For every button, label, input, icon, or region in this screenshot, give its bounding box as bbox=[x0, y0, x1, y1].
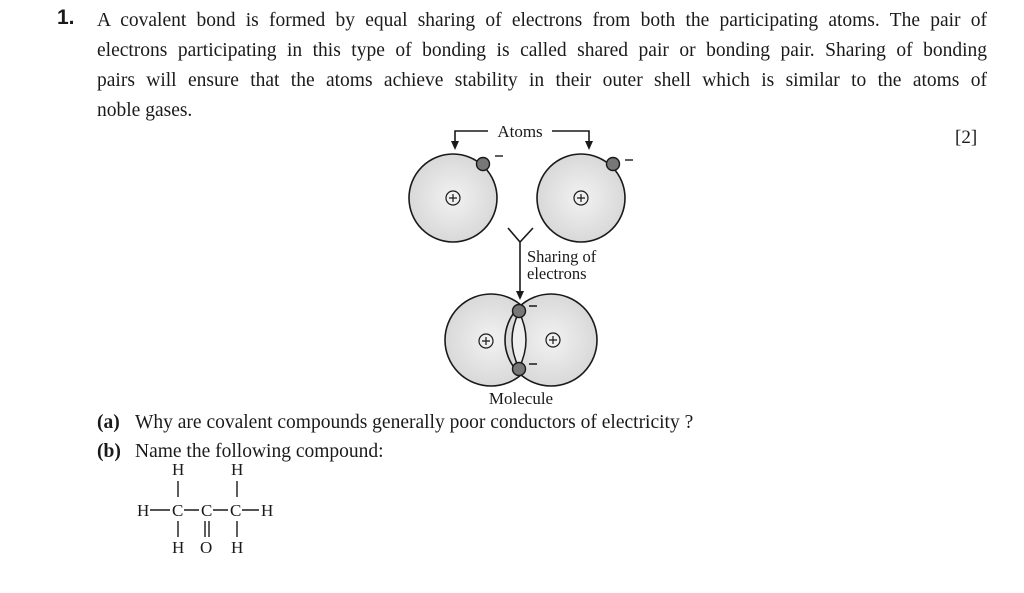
atoms-arrow-right bbox=[552, 130, 590, 146]
nucleus-plus-icon bbox=[478, 333, 494, 349]
structural-formula: H H H C C C H H O H bbox=[137, 460, 273, 557]
nucleus-plus-icon bbox=[545, 332, 561, 348]
sharing-arrow bbox=[507, 227, 534, 292]
atoms-arrow-left bbox=[454, 130, 488, 146]
question-number: 1. bbox=[57, 6, 75, 29]
marks-label: [2] bbox=[955, 127, 978, 148]
electron-icon bbox=[475, 156, 491, 172]
electron-icon bbox=[605, 156, 621, 172]
question-line: pairs will ensure that the atoms achieve… bbox=[97, 70, 987, 91]
question-text: A covalent bond is formed by equal shari… bbox=[97, 6, 987, 126]
svg-text:C: C bbox=[230, 501, 241, 520]
subquestion-b: (b)Name the following compound: bbox=[97, 441, 384, 462]
molecule-label: Molecule bbox=[489, 389, 553, 408]
svg-text:O: O bbox=[200, 538, 212, 557]
svg-text:C: C bbox=[172, 501, 183, 520]
electron-icon bbox=[511, 303, 527, 319]
sharing-label: electrons bbox=[527, 264, 587, 283]
question-line: noble gases. bbox=[97, 100, 193, 121]
subquestion-a: (a)Why are covalent compounds generally … bbox=[97, 412, 694, 433]
svg-text:H: H bbox=[231, 538, 243, 557]
electron-icon bbox=[511, 361, 527, 377]
question-line: electrons participating in this type of … bbox=[97, 40, 987, 61]
atom-right bbox=[536, 153, 633, 243]
svg-text:H: H bbox=[172, 538, 184, 557]
atoms-label: Atoms bbox=[497, 122, 542, 141]
svg-text:H: H bbox=[172, 460, 184, 479]
nucleus-plus-icon bbox=[573, 190, 589, 206]
svg-text:H: H bbox=[137, 501, 149, 520]
molecule bbox=[444, 293, 598, 387]
svg-text:C: C bbox=[201, 501, 212, 520]
svg-text:H: H bbox=[261, 501, 273, 520]
nucleus-plus-icon bbox=[445, 190, 461, 206]
sharing-label: Sharing of bbox=[527, 247, 597, 266]
question-line: A covalent bond is formed by equal shari… bbox=[97, 10, 987, 31]
atom-left bbox=[408, 153, 503, 243]
svg-text:H: H bbox=[231, 460, 243, 479]
